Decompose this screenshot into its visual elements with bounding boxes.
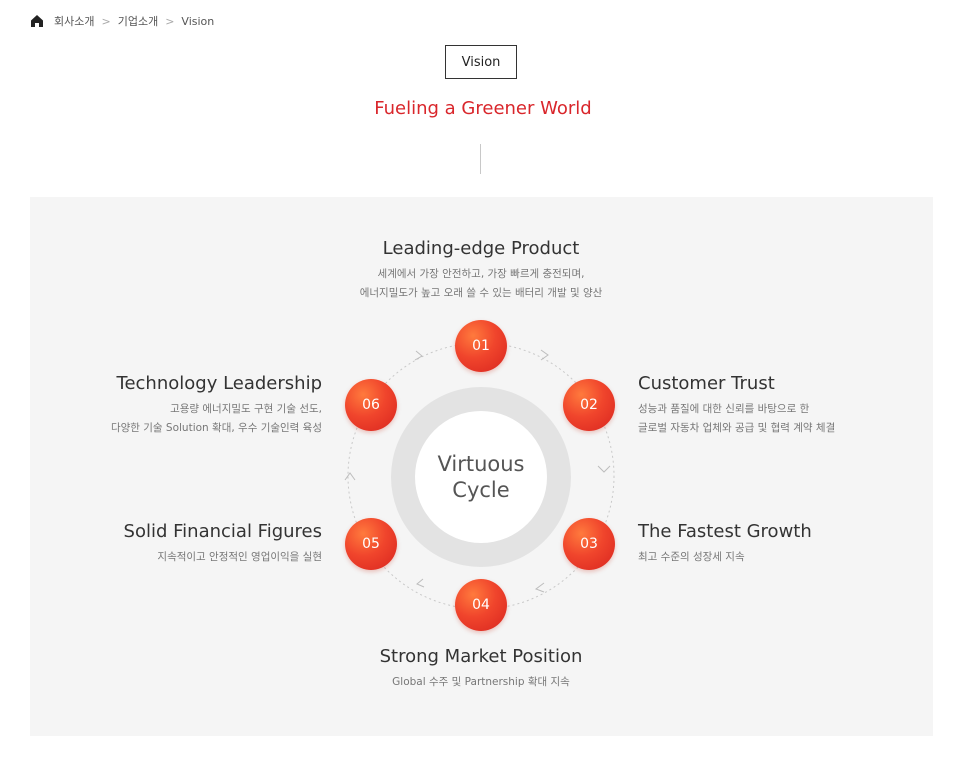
cycle-item-solid-financial-figures: Solid Financial Figures 지속적이고 안정적인 영업이익을… [20, 521, 322, 567]
virtuous-cycle-ring: Virtuous Cycle [391, 387, 571, 567]
cycle-item-strong-market-position: Strong Market Position Global 수주 및 Partn… [281, 646, 681, 692]
step-badge-04: 04 [455, 579, 507, 631]
item-desc-line: 최고 수준의 성장세 지속 [638, 551, 745, 563]
item-desc-line: 성능과 품질에 대한 신뢰를 바탕으로 한 [638, 403, 810, 415]
item-description: 지속적이고 안정적인 영업이익을 실현 [20, 548, 322, 567]
center-label-line2: Cycle [452, 478, 510, 502]
breadcrumb-item-company[interactable]: 회사소개 [54, 15, 95, 28]
item-description: 최고 수준의 성장세 지속 [638, 548, 938, 567]
breadcrumb-separator: > [165, 14, 175, 28]
vision-tagline: Fueling a Greener World [374, 98, 592, 119]
step-badge-05: 05 [345, 518, 397, 570]
item-title: Leading-edge Product [382, 238, 580, 259]
item-title: Customer Trust [638, 373, 775, 394]
cycle-item-customer-trust: Customer Trust 성능과 품질에 대한 신뢰를 바탕으로 한 글로벌… [638, 373, 938, 438]
item-description: 고용량 에너지밀도 구현 기술 선도, 다양한 기술 Solution 확대, … [20, 400, 322, 438]
item-desc-line: Global 수주 및 Partnership 확대 지속 [392, 676, 570, 688]
home-icon[interactable] [30, 14, 44, 28]
item-title: Solid Financial Figures [123, 521, 322, 542]
breadcrumb: 회사소개 > 기업소개 > Vision [30, 12, 214, 30]
center-label-line1: Virtuous [437, 452, 525, 476]
item-description: 세계에서 가장 안전하고, 가장 빠르게 충전되며, 에너지밀도가 높고 오래 … [281, 265, 681, 303]
cycle-item-leading-edge-product: Leading-edge Product 세계에서 가장 안전하고, 가장 빠르… [281, 238, 681, 303]
breadcrumb-item-vision[interactable]: Vision [181, 14, 215, 28]
vision-label: Vision [445, 45, 517, 79]
item-desc-line: 에너지밀도가 높고 오래 쓸 수 있는 배터리 개발 및 양산 [359, 287, 603, 299]
breadcrumb-item-about[interactable]: 기업소개 [117, 15, 159, 28]
virtuous-cycle-center: Virtuous Cycle [415, 411, 547, 543]
cycle-item-technology-leadership: Technology Leadership 고용량 에너지밀도 구현 기술 선도… [20, 373, 322, 438]
step-badge-02: 02 [563, 379, 615, 431]
item-desc-line: 다양한 기술 Solution 확대, 우수 기술인력 육성 [110, 422, 322, 434]
item-title: The Fastest Growth [638, 521, 812, 542]
item-description: Global 수주 및 Partnership 확대 지속 [281, 673, 681, 692]
item-title: Technology Leadership [116, 373, 322, 394]
item-description: 성능과 품질에 대한 신뢰를 바탕으로 한 글로벌 자동차 업체와 공급 및 협… [638, 400, 938, 438]
item-title: Strong Market Position [379, 646, 583, 667]
divider-line [480, 144, 481, 174]
step-badge-03: 03 [563, 518, 615, 570]
item-desc-line: 고용량 에너지밀도 구현 기술 선도, [170, 403, 322, 415]
cycle-item-fastest-growth: The Fastest Growth 최고 수준의 성장세 지속 [638, 521, 938, 567]
item-desc-line: 글로벌 자동차 업체와 공급 및 협력 계약 체결 [638, 422, 836, 434]
step-badge-06: 06 [345, 379, 397, 431]
item-desc-line: 지속적이고 안정적인 영업이익을 실현 [157, 551, 322, 563]
step-badge-01: 01 [455, 320, 507, 372]
item-desc-line: 세계에서 가장 안전하고, 가장 빠르게 충전되며, [377, 268, 585, 280]
breadcrumb-separator: > [101, 14, 111, 28]
